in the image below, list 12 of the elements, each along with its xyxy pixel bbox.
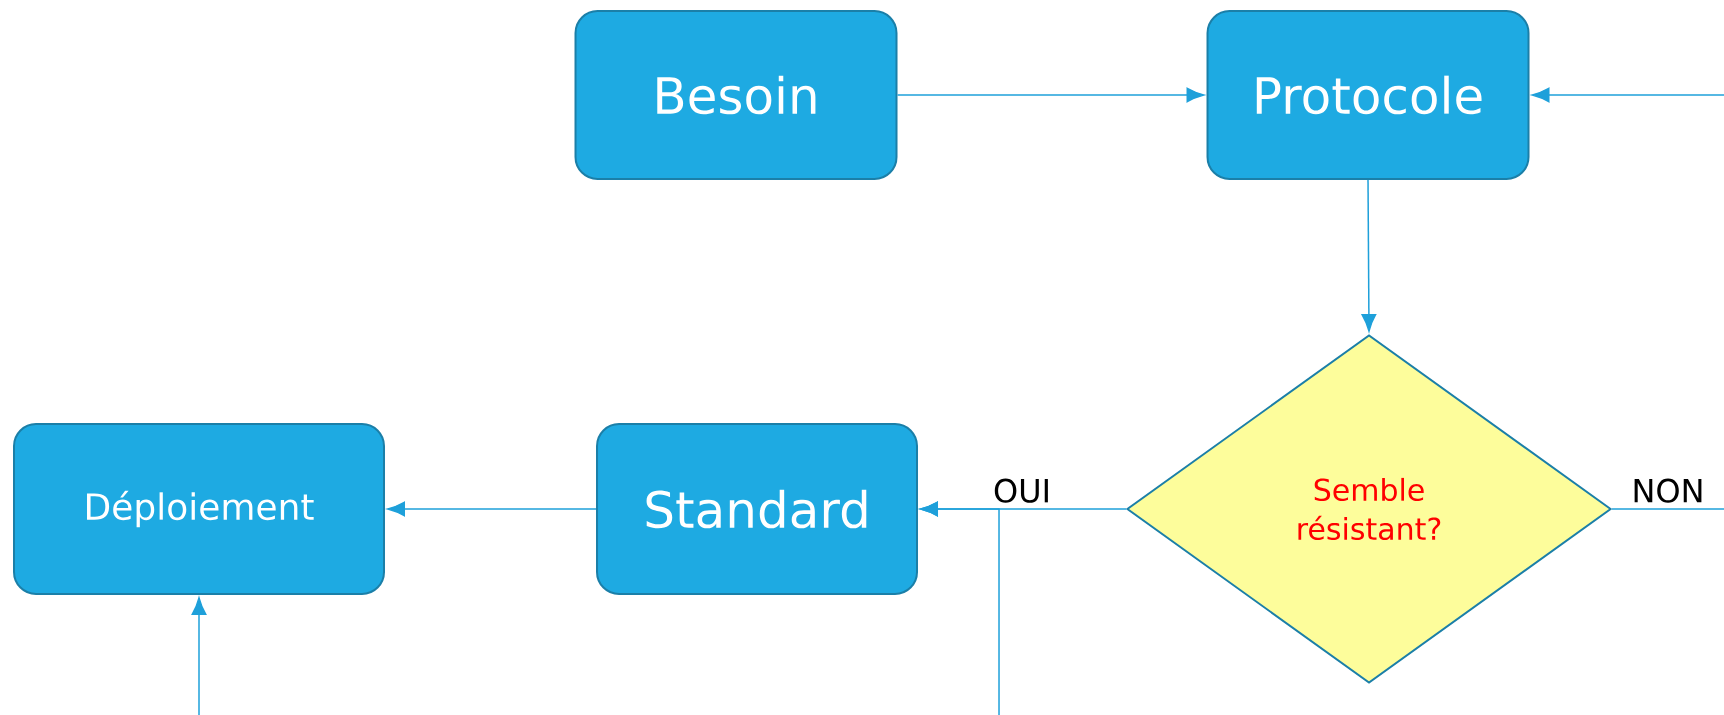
arrow: [191, 597, 207, 715]
arrow: [896, 87, 1205, 103]
arrow: [387, 501, 597, 517]
process-box: Déploiement: [13, 423, 385, 595]
arrow: [1531, 87, 1724, 103]
process-box: Standard: [596, 423, 918, 595]
process-box: Protocole: [1206, 10, 1530, 180]
edge-label: NON: [1629, 476, 1707, 505]
process-box: Besoin: [574, 10, 898, 180]
arrow: [1361, 179, 1377, 332]
edge-label: OUI: [991, 476, 1054, 505]
arrow: [920, 501, 1000, 715]
